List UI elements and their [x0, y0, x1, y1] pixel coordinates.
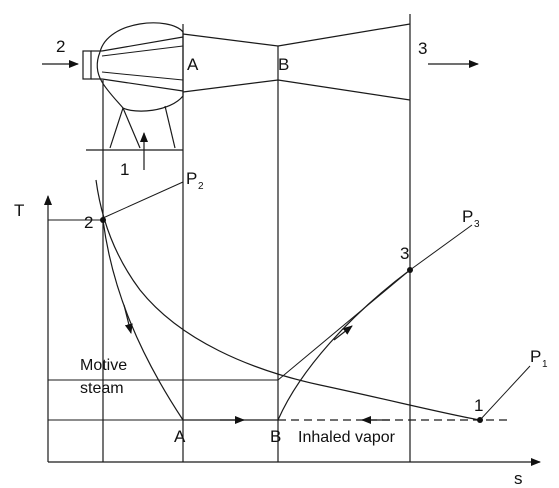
p3-label: P	[462, 207, 473, 226]
ejector-schematic	[82, 22, 411, 151]
p3-subscript: 3	[474, 219, 480, 230]
motive-expansion-curve	[102, 219, 184, 421]
inlet-flange	[82, 50, 92, 80]
p3-isobar-line	[409, 224, 473, 271]
inhaled-vapor-label: Inhaled vapor	[298, 429, 396, 446]
diffuser-upper-2	[277, 23, 411, 47]
p1-isobar-line	[479, 365, 531, 421]
section-a-top-label: A	[187, 55, 199, 74]
state-3-label: 3	[400, 244, 409, 263]
nozzle-skirt-left	[109, 107, 124, 149]
state-point-1	[477, 417, 483, 423]
state-2-label: 2	[84, 213, 93, 232]
nozzle-inner-lower	[101, 71, 184, 81]
state-point-2	[100, 217, 106, 223]
nozzle-dome-left	[96, 51, 124, 109]
mixing-to-3-line	[277, 269, 411, 381]
p1-label: P	[530, 347, 541, 366]
section-b-top-label: B	[278, 55, 289, 74]
isobar-curve-main	[95, 179, 481, 421]
motive-steam-label-line1: Motive	[80, 357, 127, 374]
compression-curve	[277, 269, 411, 421]
suction-number-label: 1	[120, 160, 129, 179]
nozzle-upper-line	[101, 36, 184, 52]
state-1-label: 1	[474, 396, 483, 415]
state-point-3	[407, 267, 413, 273]
diffuser-upper-1	[182, 33, 279, 47]
s-axis-label: s	[514, 469, 523, 488]
nozzle-inner-upper	[101, 45, 184, 57]
compression-arrow	[333, 325, 353, 341]
p2-isobar-line	[102, 181, 184, 219]
t-axis-label: T	[14, 201, 24, 220]
inlet-number-label: 2	[56, 37, 65, 56]
diffuser-lower-1	[182, 79, 279, 93]
motive-steam-label-line2: steam	[80, 380, 124, 397]
diffuser-lower-2	[277, 79, 411, 101]
state-a-label: A	[174, 427, 186, 446]
p1-subscript: 1	[542, 359, 548, 370]
nozzle-skirt-right	[164, 105, 176, 149]
p2-label: P	[186, 169, 197, 188]
nozzle-lower-line	[101, 78, 184, 92]
p2-subscript: 2	[198, 181, 204, 192]
state-b-label: B	[270, 427, 281, 446]
outlet-number-label: 3	[418, 39, 427, 58]
motive-expansion-arrow	[123, 304, 133, 334]
